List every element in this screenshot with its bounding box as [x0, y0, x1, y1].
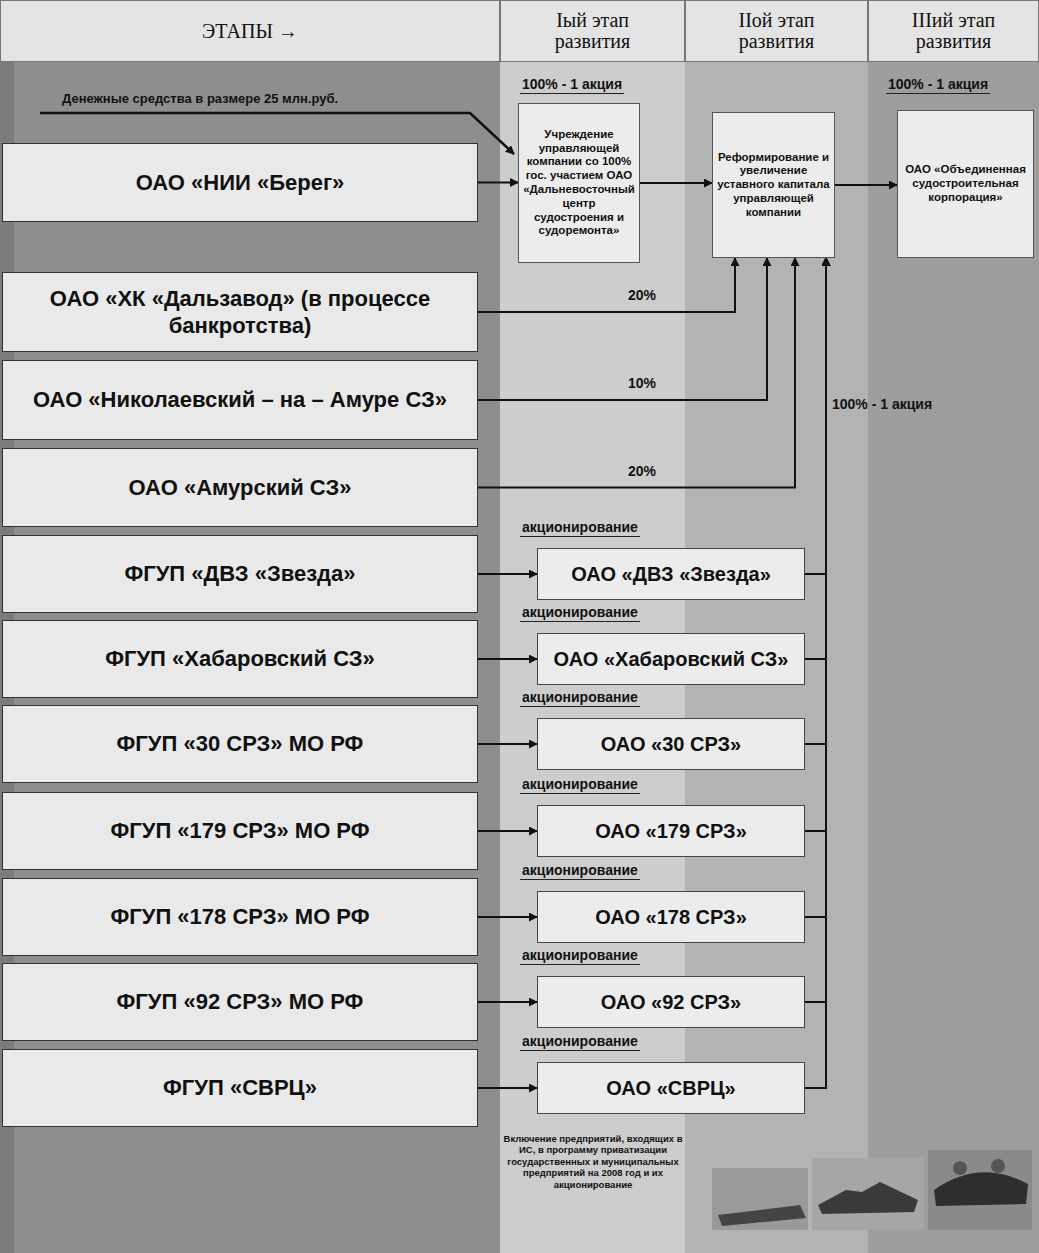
box-text: ФГУП «Хабаровский СЗ»: [105, 645, 375, 673]
box-text: ФГУП «ДВЗ «Звезда»: [124, 560, 355, 588]
box-text: ОАО «ХК «Дальзавод» (в процессе банкротс…: [13, 285, 467, 340]
flow-arrow: [478, 916, 537, 918]
box-text: ЭТАПЫ →: [202, 21, 298, 42]
note-text: Денежные средства в размере 25 млн.руб.: [62, 91, 338, 106]
edge-label: акционирование: [520, 604, 640, 622]
process-box: Реформирование и увеличение уставного ка…: [712, 112, 835, 258]
box-text: Учреждение управляющей компании со 100% …: [523, 128, 635, 238]
flow-arrow: [478, 830, 537, 832]
box-text: ОАО «Объединенная судостроительная корпо…: [902, 163, 1029, 204]
edge-label: 10%: [628, 375, 656, 391]
box-text: ОАО «Амурский СЗ»: [129, 474, 352, 502]
flow-arrow: [478, 182, 518, 184]
company-box: ОАО «92 СРЗ»: [537, 976, 805, 1028]
flow-arrow: [478, 1087, 537, 1089]
enterprise-box: ФГУП «СВРЦ»: [2, 1049, 478, 1127]
enterprise-box: ФГУП «Хабаровский СЗ»: [2, 620, 478, 698]
enterprise-box: ФГУП «30 СРЗ» МО РФ: [2, 705, 478, 783]
box-text: Реформирование и увеличение уставного ка…: [717, 151, 830, 220]
enterprise-box: ФГУП «179 СРЗ» МО РФ: [2, 792, 478, 870]
box-text: ФГУП «СВРЦ»: [163, 1074, 317, 1102]
edge-label: 20%: [628, 463, 656, 479]
stage-header-cell: ЭТАПЫ →: [0, 0, 500, 62]
flow-arrow: [805, 258, 826, 831]
box-text: ОАО «Николаевский – на – Амуре СЗ»: [33, 386, 447, 414]
enterprise-box: ОАО «Николаевский – на – Амуре СЗ»: [2, 360, 478, 440]
edge-label: 100% - 1 акция: [520, 76, 624, 94]
box-text: Iый этап развития: [528, 10, 658, 52]
flow-arrow: [478, 258, 735, 312]
footnote: Включение предприятий, входящих в ИС, в …: [503, 1133, 683, 1190]
box-text: ОАО «СВРЦ»: [606, 1076, 735, 1100]
flow-arrow: [805, 258, 826, 1002]
edge-label: акционирование: [520, 947, 640, 965]
edge-label: акционирование: [520, 1033, 640, 1051]
flow-arrow: [805, 258, 826, 1088]
box-text: IIIий этап развития: [889, 10, 1019, 52]
company-box: ОАО «178 СРЗ»: [537, 891, 805, 943]
company-box: ОАО «179 СРЗ»: [537, 805, 805, 857]
flow-arrow: [640, 182, 712, 184]
flow-arrow: [478, 573, 537, 575]
flow-arrow: [805, 258, 826, 744]
flow-arrow: [478, 743, 537, 745]
stage-header-cell: IIIий этап развития: [868, 0, 1039, 62]
enterprise-box: ОАО «НИИ «Берег»: [2, 143, 478, 222]
box-text: ОАО «179 СРЗ»: [595, 819, 747, 843]
flow-arrow: [478, 258, 795, 488]
flow-arrow: [478, 1001, 537, 1003]
flow-arrow: [478, 258, 767, 400]
edge-label: 20%: [628, 287, 656, 303]
company-box: ОАО «30 СРЗ»: [537, 718, 805, 770]
box-text: ОАО «92 СРЗ»: [601, 990, 741, 1014]
box-text: ФГУП «179 СРЗ» МО РФ: [110, 817, 369, 845]
enterprise-box: ФГУП «ДВЗ «Звезда»: [2, 535, 478, 613]
edge-label: акционирование: [520, 689, 640, 707]
enterprise-box: ФГУП «92 СРЗ» МО РФ: [2, 963, 478, 1041]
box-text: ФГУП «178 СРЗ» МО РФ: [110, 903, 369, 931]
box-text: ФГУП «92 СРЗ» МО РФ: [117, 988, 364, 1016]
edge-label: 100% - 1 акция: [886, 76, 990, 94]
edge-label: акционирование: [520, 862, 640, 880]
box-text: ОАО «НИИ «Берег»: [136, 169, 345, 197]
process-box: ОАО «Объединенная судостроительная корпо…: [897, 110, 1034, 258]
enterprise-box: ОАО «ХК «Дальзавод» (в процессе банкротс…: [2, 272, 478, 352]
box-text: ОАО «Хабаровский СЗ»: [554, 647, 789, 671]
enterprise-box: ФГУП «178 СРЗ» МО РФ: [2, 878, 478, 956]
enterprise-box: ОАО «Амурский СЗ»: [2, 448, 478, 527]
box-text: ФГУП «30 СРЗ» МО РФ: [117, 730, 364, 758]
stage-header-cell: Iый этап развития: [500, 0, 685, 62]
share-label: 100% - 1 акция: [832, 396, 932, 412]
process-box: Учреждение управляющей компании со 100% …: [518, 103, 640, 263]
edge-label: акционирование: [520, 519, 640, 537]
box-text: IIой этап развития: [712, 10, 842, 52]
box-text: ОАО «ДВЗ «Звезда»: [571, 562, 771, 586]
box-text: ОАО «30 СРЗ»: [601, 732, 741, 756]
flow-arrow: [835, 184, 897, 186]
company-box: ОАО «ДВЗ «Звезда»: [537, 548, 805, 600]
flow-arrow: [478, 658, 537, 660]
edge-label: акционирование: [520, 776, 640, 794]
stage-header-cell: IIой этап развития: [685, 0, 868, 62]
company-box: ОАО «СВРЦ»: [537, 1062, 805, 1114]
flow-arrow: [805, 258, 826, 574]
box-text: ОАО «178 СРЗ»: [595, 905, 747, 929]
flow-arrow: [805, 258, 826, 659]
company-box: ОАО «Хабаровский СЗ»: [537, 633, 805, 685]
flow-arrow: [805, 258, 826, 917]
